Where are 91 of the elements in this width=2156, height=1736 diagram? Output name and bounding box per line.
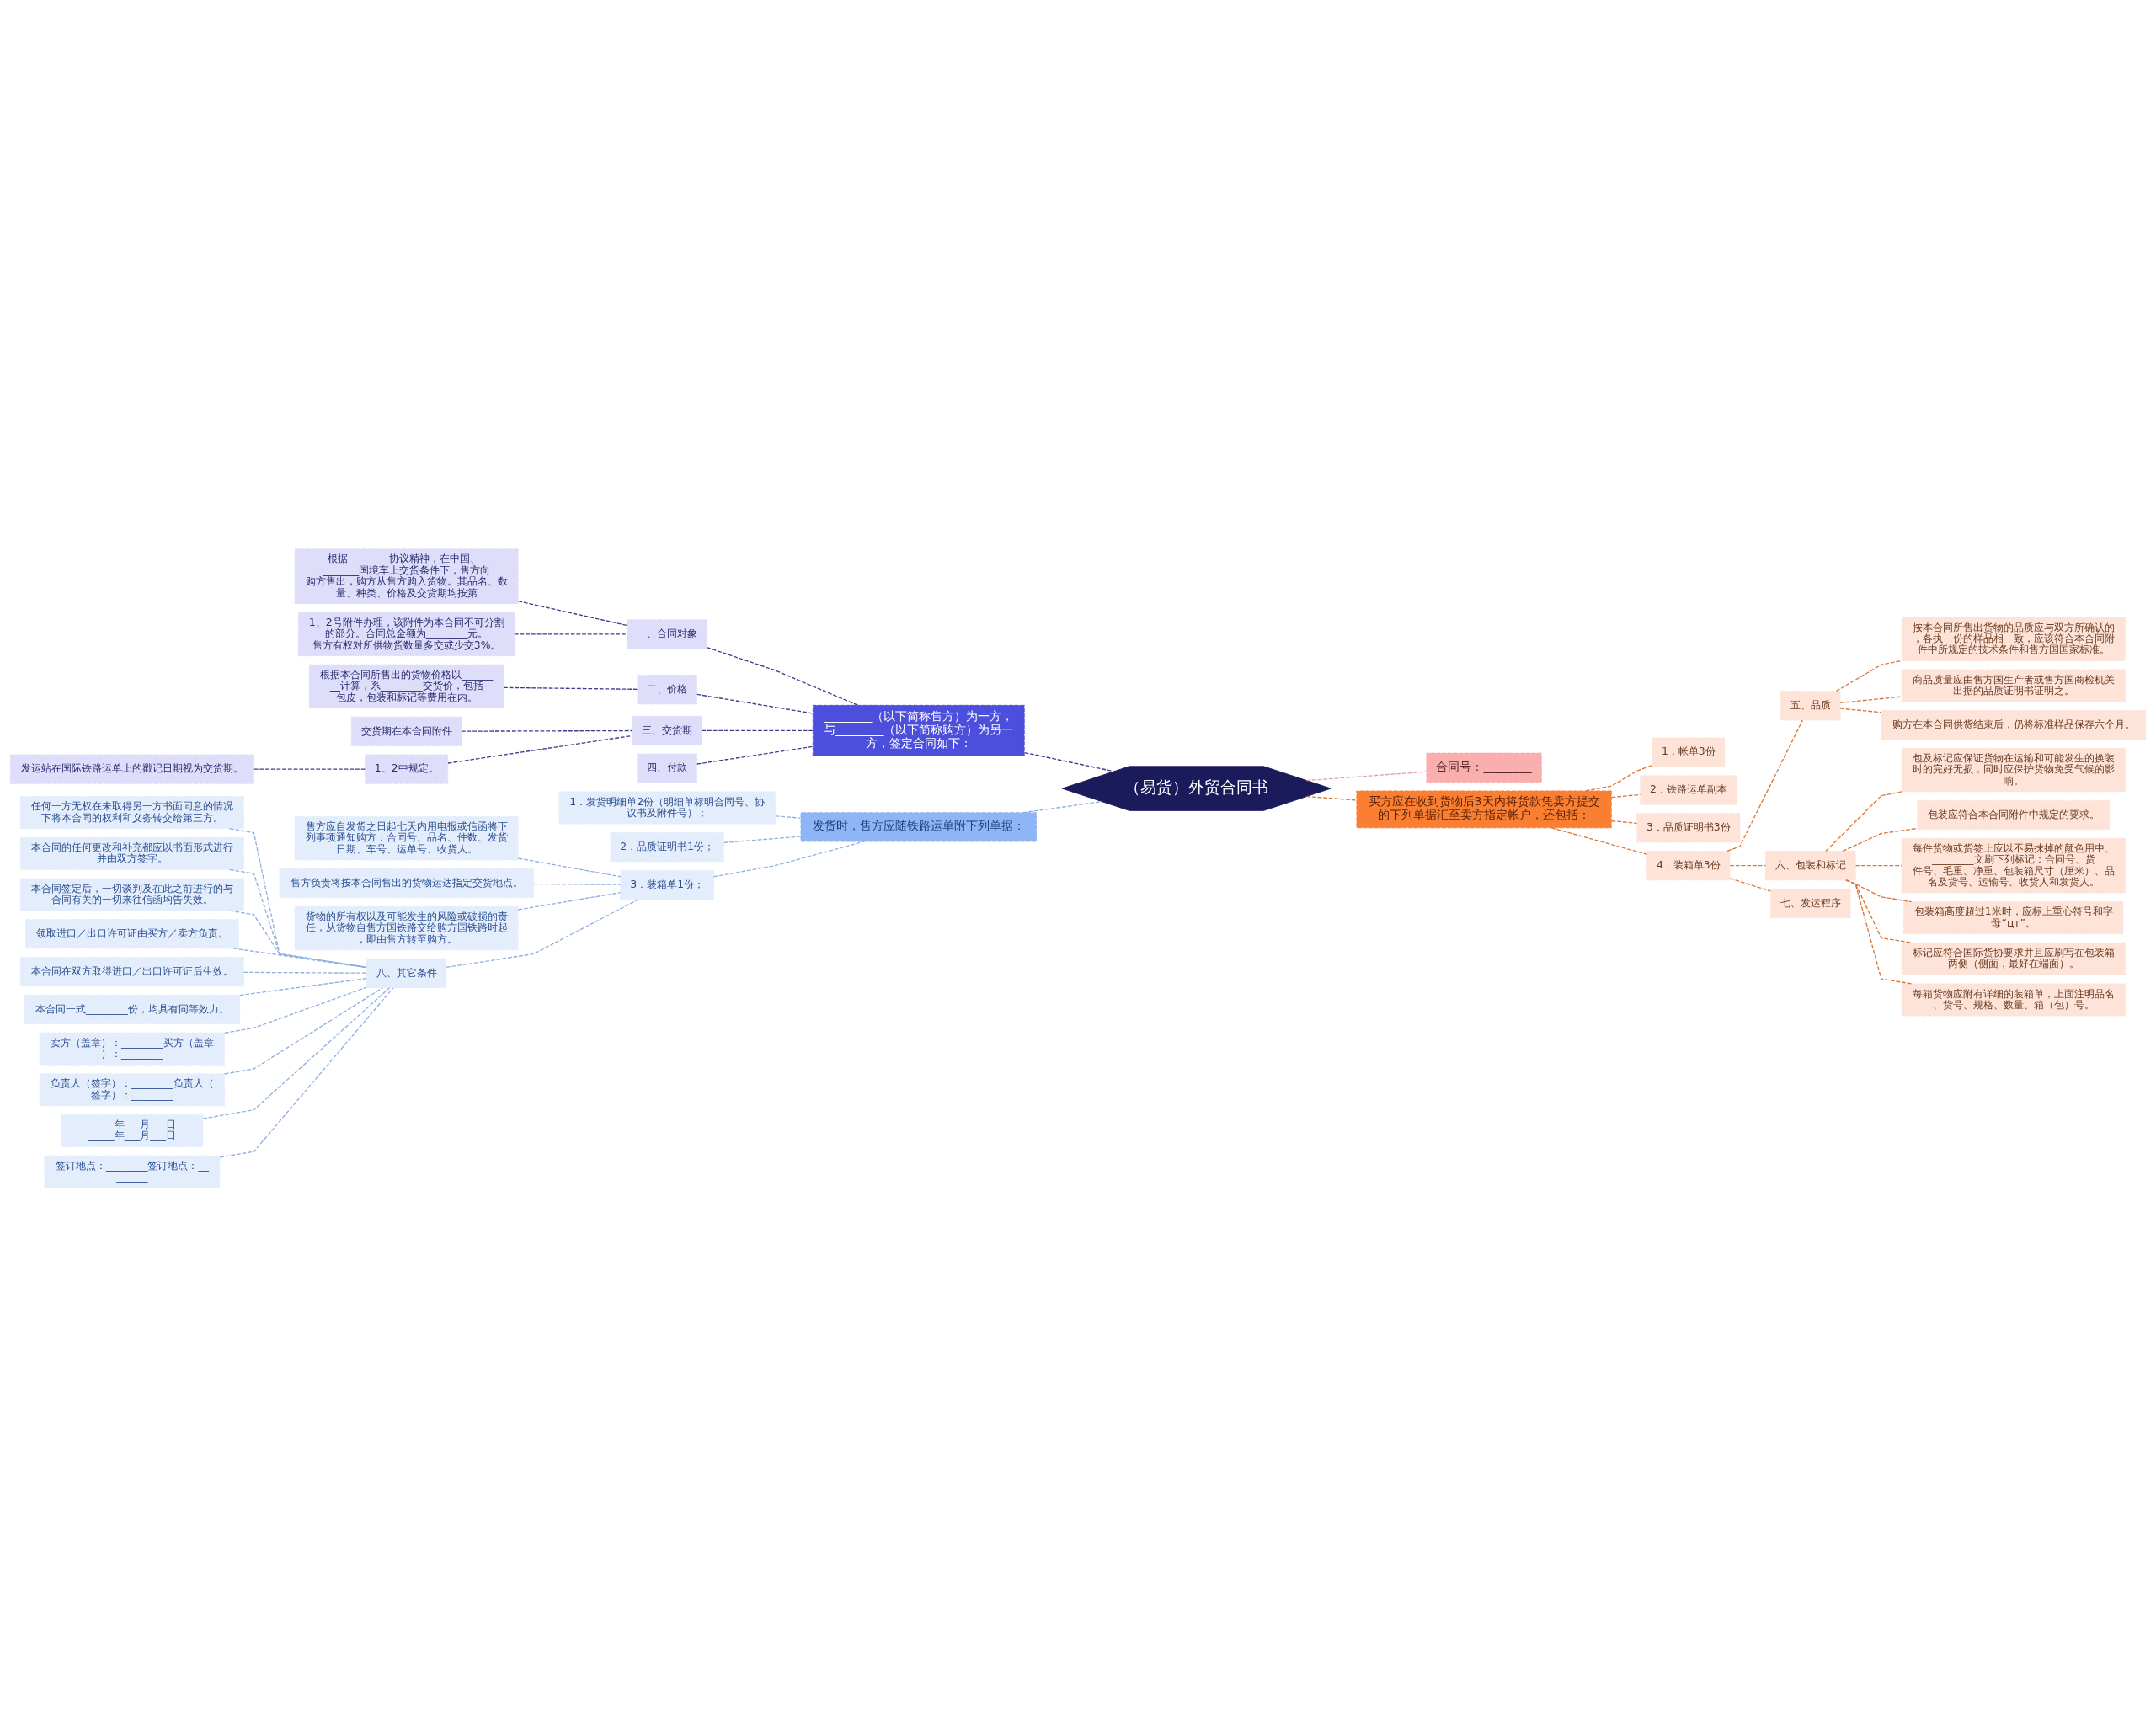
node-box: 卖方（盖章）：________买方（盖章）：________ (39, 1032, 226, 1066)
node-box: 本合同签定后，一切谈判及在此之前进行的与合同有关的一切来往信函均告失效。 (19, 877, 244, 911)
node-box: 六、包装和标记 (1764, 850, 1856, 880)
node-box: 本合同的任何更改和补充都应以书面形式进行并由双方签字。 (19, 836, 244, 870)
node-box: 根据本合同所售出的货物价格以________计算，系________交货价，包括包皮，包装和标记等费用在内。 (308, 664, 504, 708)
node-box: 根据________协议精神，在中国、________国境车上交货条件下，售方向购方售出，购方从售方购入货物。其品名、数量、种类、价格及交货期均按第 (294, 548, 519, 604)
node-box: 货物的所有权以及可能发生的风险或破损的责任，从货物自售方国铁路交给购方国铁路时起，即由售方转至购方。 (294, 905, 519, 950)
node-box: 1、2中规定。 (365, 754, 449, 784)
node-box: 按本合同所售出货物的品质应与双方所确认的，各执一份的样品相一致，应该符合本合同附件中所规定的技术条件和售方国国家标准。 (1901, 616, 2126, 661)
node-box: 包装箱高度超过1米时，应标上重心符号和字母“цт”。 (1903, 900, 2124, 934)
connector (243, 971, 367, 974)
connector (202, 986, 391, 1119)
node-box: 任何一方无权在未取得另一方书面同意的情况下将本合同的权利和义务转交给第三方。 (19, 795, 244, 829)
connector (1584, 764, 1653, 792)
node-box: 3．品质证明书3份 (1636, 812, 1741, 842)
connector (219, 986, 394, 1158)
connector (1845, 879, 1913, 984)
connector (533, 883, 622, 885)
node-box: 七、发运程序 (1770, 888, 1851, 918)
connector (446, 898, 639, 968)
node-box: 3．装箱单1份； (620, 869, 714, 900)
node-box: ________年___月___日________年___月___日 (61, 1114, 204, 1147)
node-box: 三、交货期 (632, 715, 702, 745)
node-box: 签订地点：________签订地点：________ (44, 1155, 221, 1188)
node-box: 领取进口／出口许可证由买方／卖方负责。 (25, 918, 239, 948)
connector (1305, 795, 1358, 801)
connector (503, 686, 638, 690)
node-box: 五、品质 (1780, 690, 1841, 720)
node-box: 二、价格 (637, 674, 697, 704)
connector (223, 986, 383, 1075)
connector (1839, 707, 1882, 713)
node-box: 一、合同对象 (627, 618, 707, 649)
connector (1729, 864, 1766, 866)
connector (1839, 695, 1903, 703)
node-box: 本合同在双方取得进口／出口许可证后生效。 (19, 956, 244, 986)
node-box: 发货时，售方应随铁路运单附下列单据： (800, 811, 1037, 841)
connector (696, 745, 814, 765)
connector (1726, 718, 1803, 852)
node-box: 1、2号附件办理，该附件为本合同不可分割的部分。合同总金额为________元。售方有权对所供物货数量多交或少交3%。 (297, 612, 515, 656)
connector (229, 827, 367, 968)
connector (517, 600, 628, 626)
connector (775, 815, 802, 819)
connector (239, 977, 368, 996)
node-box: 包及标记应保证货物在运输和可能发生的换装时的完好无损，同时应保护货物免受气候的影响。 (1901, 747, 2126, 792)
node-box: 交货期在本合同附件 (350, 716, 462, 746)
connector (701, 729, 814, 731)
node-box: 八、其它条件 (366, 958, 447, 988)
connector (447, 734, 633, 764)
connector (1842, 827, 1919, 852)
connector (461, 729, 633, 732)
node-box: 四、付款 (637, 753, 697, 783)
connector (706, 646, 859, 706)
connector (232, 947, 368, 968)
node-box: 2．品质证明书1份； (610, 831, 724, 862)
node-box: 本合同一式________份，均具有同等效力。 (24, 994, 241, 1024)
node-box: 售方应自发货之日起七天内用电报或信函将下列事项通知购方：合同号、品名、件数、发货日期、车号、运单号、收货人。 (294, 815, 519, 860)
node-box: 包装应符合本合同附件中规定的要求。 (1917, 799, 2111, 830)
connector (514, 633, 628, 635)
connector (229, 868, 367, 968)
connector (1729, 877, 1772, 892)
node-box: 标记应符合国际货协要求并且应刷写在包装箱两侧（侧面，最好在端面）。 (1901, 942, 2126, 975)
node-box: 负责人（签字）：________负责人（签字）：________ (39, 1072, 226, 1106)
node-box: 合同号：________ (1426, 752, 1542, 783)
node-box: ________（以下简称售方）为一方，与________（以下简称购方）为另一方，签定合同如下： (812, 704, 1025, 756)
connector (229, 909, 367, 968)
connector (712, 840, 865, 877)
connector (1854, 864, 1903, 866)
connector (1610, 820, 1638, 824)
node-box: 每箱货物应附有详细的装箱单，上面注明品名、货号、规格、数量、箱（包）号。 (1901, 982, 2126, 1016)
node-box: 发运站在国际铁路运单上的戳记日期视为交货期。 (9, 754, 254, 784)
connector (1550, 826, 1648, 855)
connector (1024, 751, 1115, 772)
connector (1835, 660, 1903, 692)
node-box: 每件货物或货签上应以不易抹掉的颜色用中、________文刷下列标记：合同号、货件号、毛重、净重、包装箱尺寸（厘米）、品名及货号、运输号、收货人和发货人。 (1901, 837, 2126, 894)
node-box: 买方应在收到货物后3天内将货款凭卖方提交的下列单据汇至卖方指定帐户，还包括： (1356, 789, 1612, 828)
connector (253, 768, 366, 770)
connector (1305, 771, 1428, 781)
connector (517, 857, 622, 877)
connector (1825, 790, 1903, 852)
connector (723, 835, 802, 843)
node-box: 商品质量应由售方国生产者或售方国商检机关出据的品质证明书证明之。 (1901, 668, 2126, 702)
node-box: 1．发货明细单2份（明细单标明合同号、协议书及附件号）； (558, 790, 776, 825)
node-box: 4．装箱单3份 (1646, 850, 1731, 880)
connector (517, 891, 622, 911)
node-box: 售方负责将按本合同售出的货物运达指定交货地点。 (279, 868, 534, 898)
connector (696, 693, 814, 714)
node-box: 2．铁路运单副本 (1640, 774, 1737, 805)
connector (1022, 800, 1102, 813)
node-box: 1．帐单3份 (1652, 737, 1726, 767)
connector (223, 986, 367, 1034)
node-box: 购方在本合同供货结束后，仍将标准样品保存六个月。 (1881, 709, 2147, 740)
